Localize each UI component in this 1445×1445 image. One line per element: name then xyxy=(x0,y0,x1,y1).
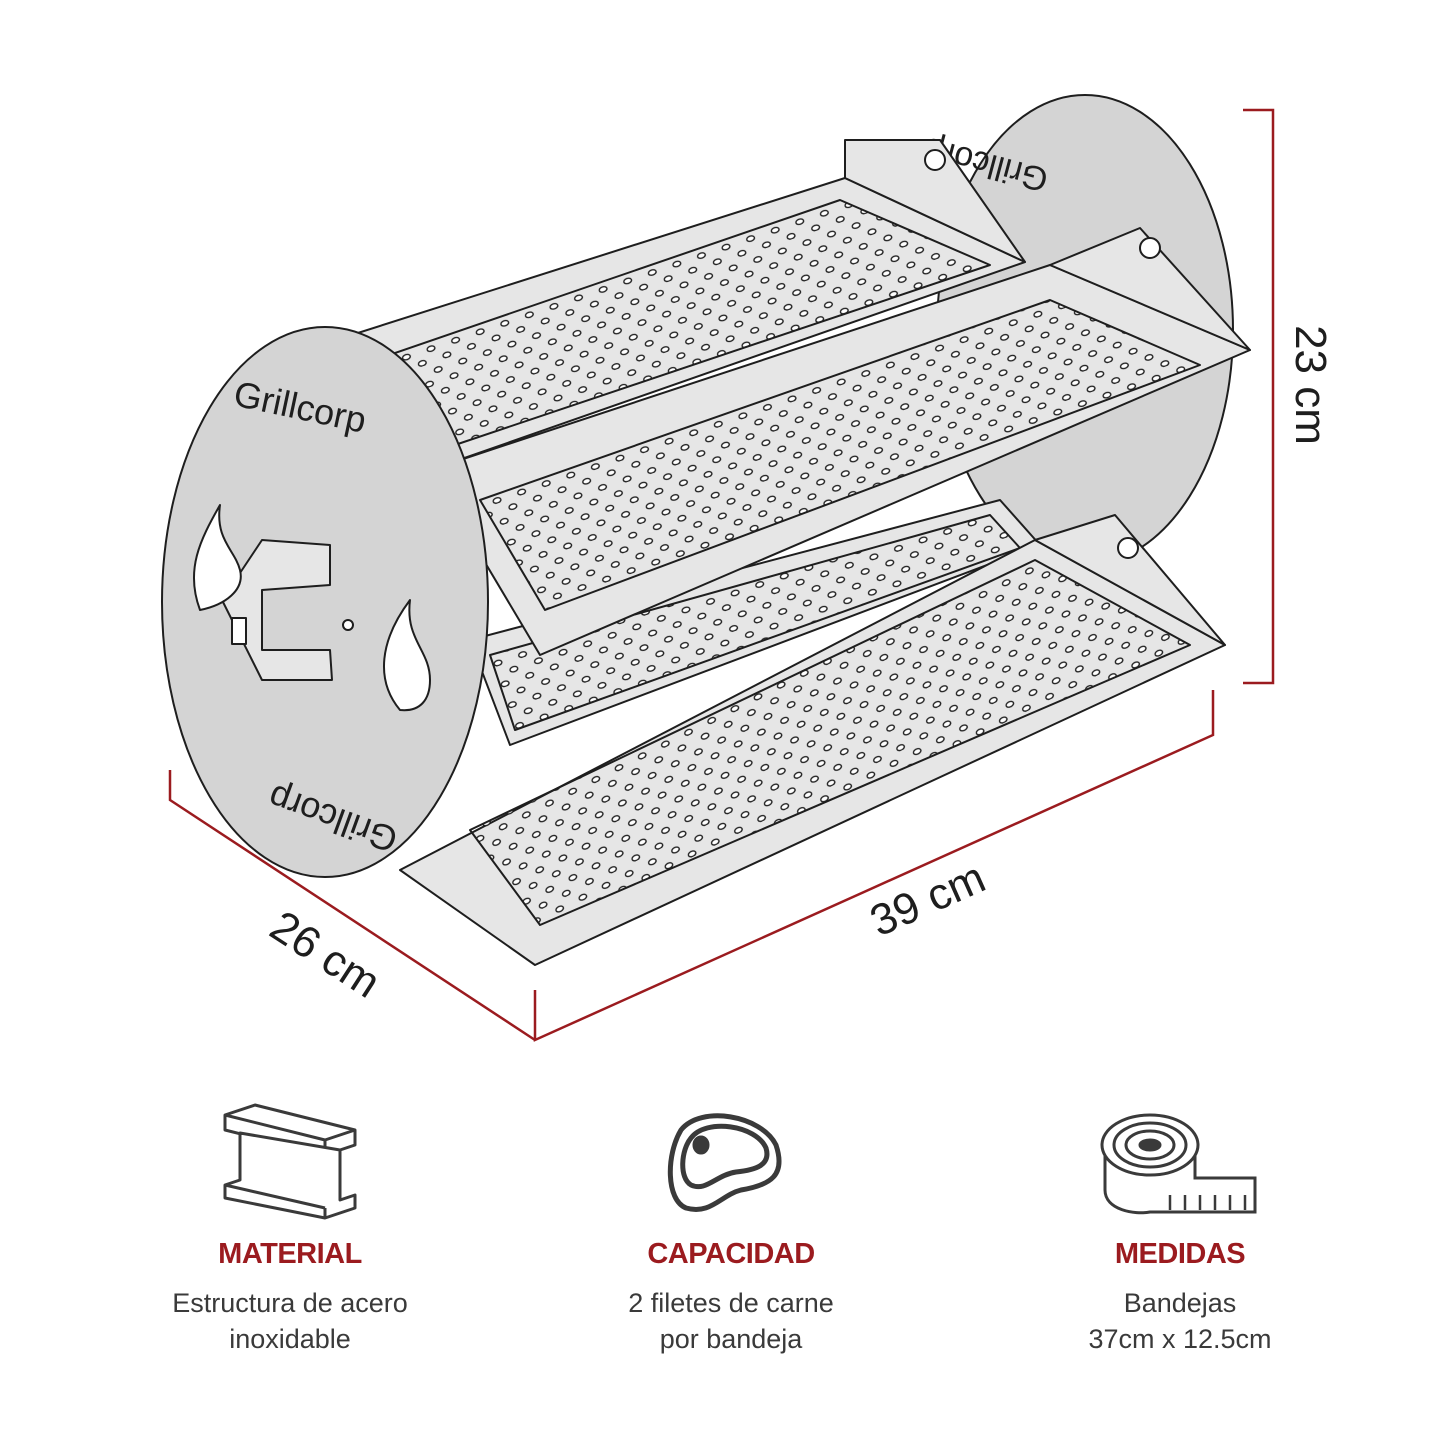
feature-title: CAPACIDAD xyxy=(647,1238,815,1270)
feature-desc-line: 2 filetes de carne xyxy=(628,1288,834,1318)
feature-title: MEDIDAS xyxy=(1114,1238,1246,1270)
feature-measures: MEDIDAS Bandejas 37cm x 12.5cm xyxy=(970,1100,1390,1357)
feature-desc-line: Estructura de acero xyxy=(172,1288,408,1318)
measuring-tape-icon xyxy=(1100,1113,1257,1215)
feature-capacity: CAPACIDAD 2 filetes de carne por bandeja xyxy=(521,1100,941,1357)
depth-dimension-line xyxy=(168,770,536,1042)
length-dimension-line xyxy=(533,690,1215,1042)
feature-desc-line: Bandejas xyxy=(1123,1288,1237,1318)
steel-beam-icon xyxy=(223,1103,357,1220)
feature-desc-line: inoxidable xyxy=(229,1324,351,1354)
feature-desc-line: por bandeja xyxy=(659,1324,803,1354)
feature-material: MATERIAL Estructura de acero inoxidable xyxy=(80,1100,500,1357)
feature-desc-line: 37cm x 12.5cm xyxy=(1088,1324,1272,1354)
flame-cutout xyxy=(383,599,431,712)
front-disc xyxy=(161,326,489,878)
spit-bracket xyxy=(221,539,333,681)
height-dimension-line xyxy=(1243,108,1275,685)
steak-icon xyxy=(667,1113,782,1212)
feature-title: MATERIAL xyxy=(218,1238,362,1270)
flame-cutout xyxy=(192,504,242,611)
height-dimension-label: 23 cm xyxy=(1285,325,1335,445)
